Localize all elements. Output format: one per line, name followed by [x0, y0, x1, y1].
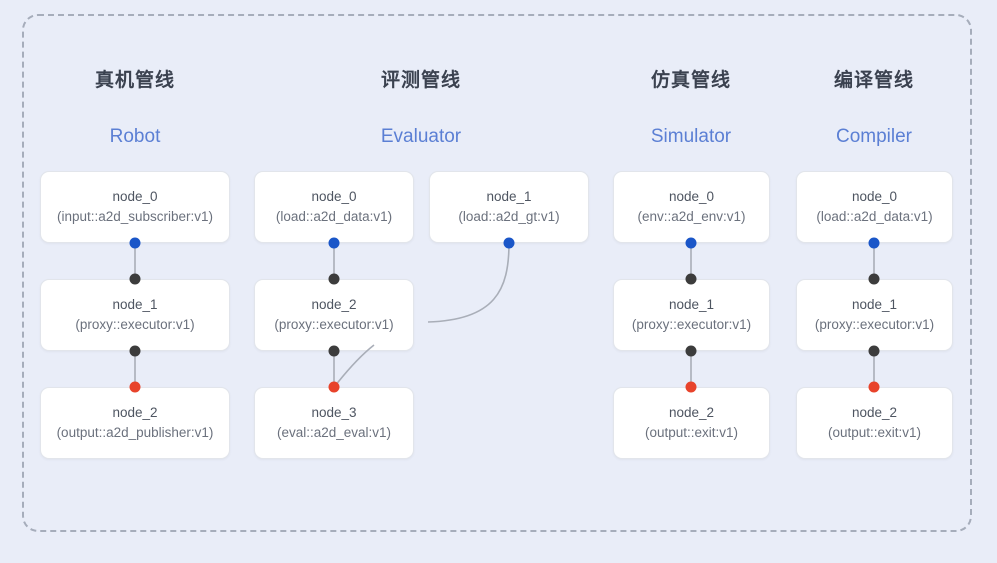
node-simulator-2[interactable]: node_2 (output::exit:v1) — [613, 387, 770, 459]
column-title-cn-compiler: 编译管线 — [833, 70, 914, 91]
node-robot-0[interactable]: node_0 (input::a2d_subscriber:v1) — [40, 171, 230, 243]
node-simulator-1[interactable]: node_1 (proxy::executor:v1) — [613, 279, 770, 351]
node-id: node_3 — [311, 405, 357, 420]
port-output-simulator-0[interactable] — [685, 237, 697, 249]
port-input-compiler-2[interactable] — [868, 381, 880, 393]
node-type: (output::exit:v1) — [644, 425, 739, 440]
node-type: (proxy::executor:v1) — [631, 317, 752, 332]
node-type: (load::a2d_data:v1) — [816, 209, 933, 224]
node-type: (eval::a2d_eval:v1) — [276, 425, 392, 440]
port-output-evaluator-0[interactable] — [328, 237, 340, 249]
node-id: node_2 — [668, 405, 715, 420]
node-robot-1[interactable]: node_1 (proxy::executor:v1) — [40, 279, 230, 351]
node-simulator-0[interactable]: node_0 (env::a2d_env:v1) — [613, 171, 770, 243]
port-output-simulator-1[interactable] — [685, 345, 697, 357]
column-title-cn-robot: 真机管线 — [94, 70, 175, 91]
column-title-cn-evaluator: 评测管线 — [380, 70, 461, 91]
node-compiler-0[interactable]: node_0 (load::a2d_data:v1) — [796, 171, 953, 243]
node-id: node_0 — [851, 189, 898, 204]
node-id: node_2 — [851, 405, 898, 420]
port-input-compiler-1[interactable] — [868, 273, 880, 285]
node-evaluator-0[interactable]: node_0 (load::a2d_data:v1) — [254, 171, 414, 243]
node-robot-2[interactable]: node_2 (output::a2d_publisher:v1) — [40, 387, 230, 459]
port-input-simulator-2[interactable] — [685, 381, 697, 393]
node-type: (proxy::executor:v1) — [274, 317, 394, 332]
port-output-compiler-0[interactable] — [868, 237, 880, 249]
node-type: (env::a2d_env:v1) — [637, 209, 746, 224]
node-id: node_2 — [112, 405, 158, 420]
node-id: node_1 — [486, 189, 532, 204]
node-id: node_1 — [112, 297, 158, 312]
node-id: node_0 — [112, 189, 158, 204]
node-id: node_1 — [851, 297, 898, 312]
node-type: (proxy::executor:v1) — [814, 317, 935, 332]
node-compiler-1[interactable]: node_1 (proxy::executor:v1) — [796, 279, 953, 351]
node-type: (output::a2d_publisher:v1) — [56, 425, 214, 440]
column-title-en-robot: Robot — [109, 126, 161, 147]
node-type: (input::a2d_subscriber:v1) — [56, 209, 214, 224]
port-input-evaluator-3[interactable] — [328, 381, 340, 393]
column-title-en-compiler: Compiler — [835, 126, 913, 147]
port-output-robot-0[interactable] — [129, 237, 141, 249]
node-id: node_2 — [311, 297, 357, 312]
node-type: (load::a2d_gt:v1) — [458, 209, 560, 224]
node-type: (load::a2d_data:v1) — [275, 209, 393, 224]
column-title-cn-simulator: 仿真管线 — [650, 70, 731, 91]
port-output-evaluator-2[interactable] — [328, 345, 340, 357]
node-id: node_1 — [668, 297, 715, 312]
node-evaluator-3[interactable]: node_3 (eval::a2d_eval:v1) — [254, 387, 414, 459]
node-id: node_0 — [668, 189, 715, 204]
port-output-evaluator-1[interactable] — [503, 237, 515, 249]
port-input-robot-1[interactable] — [129, 273, 141, 285]
port-input-evaluator-2[interactable] — [328, 273, 340, 285]
node-evaluator-2[interactable]: node_2 (proxy::executor:v1) — [254, 279, 414, 351]
node-evaluator-1[interactable]: node_1 (load::a2d_gt:v1) — [429, 171, 589, 243]
column-title-en-simulator: Simulator — [650, 126, 732, 147]
column-title-en-evaluator: Evaluator — [380, 126, 462, 147]
node-type: (proxy::executor:v1) — [75, 317, 195, 332]
port-output-compiler-1[interactable] — [868, 345, 880, 357]
port-input-robot-2[interactable] — [129, 381, 141, 393]
node-id: node_0 — [311, 189, 357, 204]
node-type: (output::exit:v1) — [827, 425, 922, 440]
port-output-robot-1[interactable] — [129, 345, 141, 357]
node-compiler-2[interactable]: node_2 (output::exit:v1) — [796, 387, 953, 459]
port-input-simulator-1[interactable] — [685, 273, 697, 285]
